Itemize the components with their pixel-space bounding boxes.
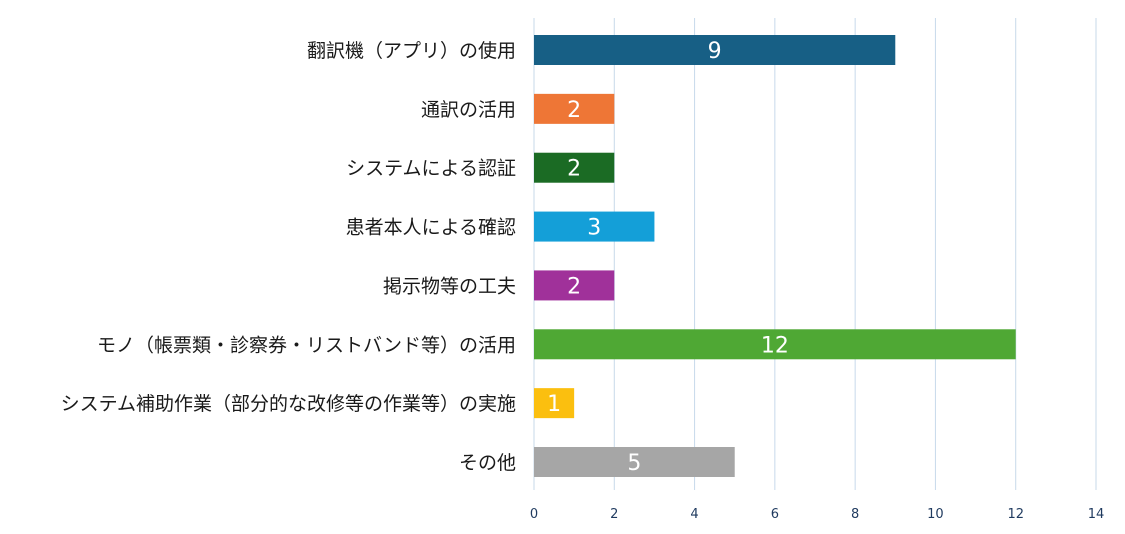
x-tick-label: 6 [771,507,779,522]
bar [534,211,655,242]
x-tick-label: 12 [1007,507,1024,522]
category-labels: 翻訳機（アプリ）の使用通訳の活用システムによる認証患者本人による確認掲示物等の工… [61,40,516,474]
data-label: 3 [587,216,601,241]
x-tick-label: 14 [1088,507,1105,522]
bar [534,446,735,477]
x-tick-label: 4 [690,507,698,522]
bar [534,35,896,65]
category-label: モノ（帳票類・診察券・リストバンド等）の活用 [97,334,516,356]
category-label: システム補助作業（部分的な改修等の作業等）の実施 [61,393,516,415]
bar [534,388,575,419]
category-label: 通訳の活用 [421,99,516,121]
bar [534,329,1016,360]
data-label: 12 [761,333,789,358]
bar [534,93,615,124]
x-tick-label: 2 [610,507,618,522]
grid-lines [533,18,1097,490]
category-label: 掲示物等の工夫 [383,275,516,297]
data-label: 1 [547,392,561,417]
bars: 9 2 2 3 2 12 1 5 [534,35,1016,477]
category-label: システムによる認証 [346,158,516,180]
x-tick-label: 8 [851,507,859,522]
x-tick-label: 0 [530,507,538,522]
category-label: 翻訳機（アプリ）の使用 [307,40,516,62]
data-label: 9 [708,39,722,64]
x-tick-label: 10 [927,507,944,522]
data-label: 2 [567,274,581,299]
category-label: 患者本人による確認 [346,217,516,239]
category-label: その他 [459,452,516,474]
data-label: 2 [567,157,581,182]
bar [534,152,615,183]
x-axis-tick-labels: 0 2 4 6 8 10 12 14 [530,507,1104,522]
bar [534,270,615,301]
data-label: 2 [567,98,581,123]
data-label: 5 [627,451,641,476]
